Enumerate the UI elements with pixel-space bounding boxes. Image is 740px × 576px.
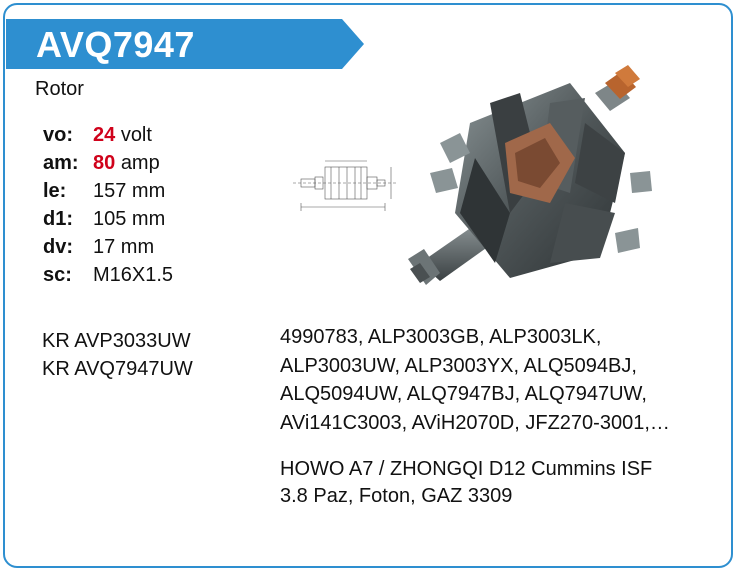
spec-value: 24 volt: [93, 121, 152, 149]
application-line: HOWO A7 / ZHONGQI D12 Cummins ISF: [280, 458, 653, 480]
application-list: HOWO A7 / ZHONGQI D12 Cummins ISF 3.8 Pa…: [280, 456, 720, 510]
oe-line: ALQ5094UW, ALQ7947BJ, ALQ7947UW,: [280, 383, 647, 405]
spec-list: vo: 24 volt am: 80 amp le: 157 mm d1: 10…: [43, 121, 173, 289]
oe-line: AVi141C3003, AViH2070D, JFZ270-3001,…: [280, 411, 670, 434]
kr-reference: KR AVP3033UW: [42, 330, 191, 352]
application-line: 3.8 Paz, Foton, GAZ 3309: [280, 485, 513, 507]
spec-row-diameter: d1: 105 mm: [43, 205, 173, 233]
spec-number: 24: [93, 124, 116, 146]
spec-row-length: le: 157 mm: [43, 177, 173, 205]
technical-drawing: [293, 160, 397, 211]
spec-value: 105 mm: [93, 208, 166, 230]
spec-key: d1:: [43, 208, 73, 230]
rotor-image: [408, 65, 652, 285]
oe-line: 4990783, ALP3003GB, ALP3003LK,: [280, 326, 602, 348]
product-type: Rotor: [35, 78, 84, 100]
spec-key: am:: [43, 152, 79, 174]
spec-row-screw: sc: M16X1.5: [43, 261, 173, 289]
kr-reference-list: KR AVP3033UW KR AVQ7947UW: [42, 327, 193, 383]
banner-shape: [6, 19, 364, 69]
spec-value: 17 mm: [93, 236, 155, 258]
title-banner: AVQ7947: [6, 19, 364, 69]
spec-value: M16X1.5: [93, 264, 174, 286]
spec-key: le:: [43, 180, 67, 202]
kr-reference: KR AVQ7947UW: [42, 358, 193, 380]
oe-number-list: 4990783, ALP3003GB, ALP3003LK, ALP3003UW…: [280, 323, 720, 437]
spec-number: 80: [93, 152, 116, 174]
spec-key: vo:: [43, 124, 73, 146]
spec-key: sc:: [43, 264, 72, 286]
spec-value: 80 amp: [93, 149, 160, 177]
spec-value: 157 mm: [93, 180, 166, 202]
oe-line: ALP3003UW, ALP3003YX, ALQ5094BJ,: [280, 354, 637, 377]
spec-row-shaft: dv: 17 mm: [43, 233, 173, 261]
spec-unit: amp: [120, 152, 160, 174]
spec-key: dv:: [43, 236, 73, 258]
spec-row-current: am: 80 amp: [43, 149, 173, 177]
part-number: AVQ7947: [36, 24, 195, 65]
spec-unit: volt: [120, 124, 152, 146]
spec-row-voltage: vo: 24 volt: [43, 121, 173, 149]
product-card: AVQ7947 Rotor vo: 24 volt am: 80 amp le:…: [3, 3, 733, 568]
